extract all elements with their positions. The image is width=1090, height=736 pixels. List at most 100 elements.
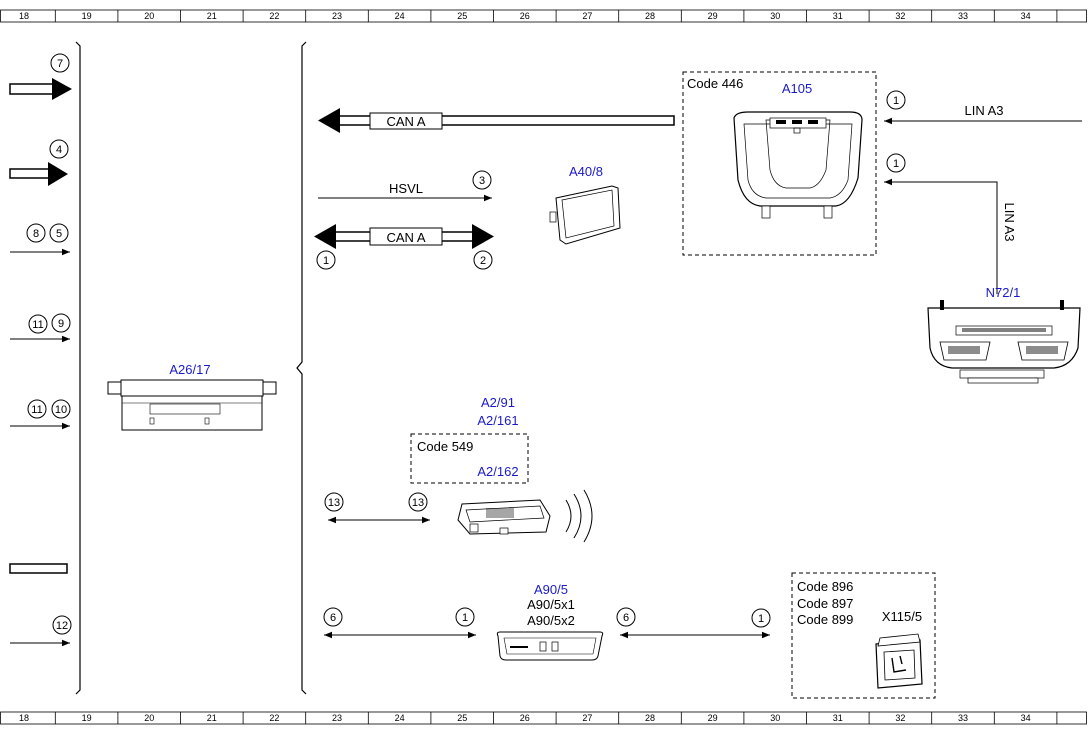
grid-column-number: 29 [708,713,718,723]
hsvl-end-marker: 3 [479,175,485,187]
grid-column-number: 34 [1021,713,1031,723]
lin-a3-h-label: LIN A3 [964,103,1003,118]
lin-a3-v-label: LIN A3 [1002,202,1017,241]
grid-column-number: 19 [82,11,92,21]
grid-column-number: 21 [207,713,217,723]
left-connector-11-10: 11 10 [10,399,71,430]
a105-label: A105 [782,81,812,96]
left-connector-11-9: 11 9 [10,313,71,343]
grid-column-number: 25 [457,713,467,723]
n72-1-control-panel [927,300,1081,384]
code-549-label: Code 549 [417,439,473,454]
connector-circle: 7 [57,58,63,70]
connector-circle: 10 [55,404,67,416]
grid-column-number: 28 [645,713,655,723]
grid-column-number: 33 [958,11,968,21]
connector-circle: 12 [56,620,68,632]
hsvl-line: HSVL 3 [318,170,492,202]
a105-overhead-panel [733,111,863,219]
a2-161-label: A2/161 [477,413,518,428]
a90-right-link: 6 1 [616,607,771,639]
grid-column-number: 28 [645,11,655,21]
grid-column-number: 26 [520,713,530,723]
grid-column-number: 33 [958,713,968,723]
lin-a3-horizontal: LIN A3 1 [884,90,1082,125]
lin-h-marker: 1 [893,95,899,107]
can-a-top-bus: CAN A [318,108,675,133]
bottom-grid-ruler: 18 19 20 21 22 23 24 25 26 27 28 29 30 31 32 33 34 [0,711,1087,725]
can-a-mid-bus: CAN A 1 2 [314,224,494,270]
code-446-label: Code 446 [687,76,743,91]
grid-column-number: 32 [895,11,905,21]
middle-bracket-line [296,41,307,695]
left-bracket-line [75,41,81,695]
can-left-marker: 1 [323,255,329,267]
hsvl-label: HSVL [389,181,423,196]
left-bus-stub [9,563,68,574]
a90-left-start-marker: 6 [330,612,336,624]
connector-circle: 5 [56,228,62,240]
a90-5x1-label: A90/5x1 [527,597,575,612]
grid-column-number: 34 [1021,11,1031,21]
code-896-box [791,572,936,699]
connector-circle: 11 [31,404,42,416]
grid-column-number: 24 [395,11,405,21]
a90-right-start-marker: 6 [623,612,629,624]
left-connector-7: 7 [9,53,72,100]
x115-5-label: X115/5 [882,609,922,624]
grid-column-number: 27 [582,713,592,723]
a26-17-module [107,379,277,431]
grid-column-number: 31 [833,11,843,21]
grid-column-number: 23 [332,11,342,21]
a40-8-display [549,185,621,245]
grid-column-number: 22 [269,713,279,723]
grid-column-number: 26 [520,11,530,21]
a40-8-label: A40/8 [569,164,603,179]
a2-antenna-link: 13 13 [324,492,430,524]
left-connector-8-5: 8 5 [10,223,70,256]
grid-column-number: 24 [395,713,405,723]
grid-column-number: 20 [144,11,154,21]
a90-5-label: A90/5 [534,582,568,597]
radio-waves-icon [565,489,593,543]
grid-column-number: 30 [770,713,780,723]
connector-circle: 9 [58,318,64,330]
grid-column-number: 20 [144,713,154,723]
a90-left-end-marker: 1 [462,612,468,624]
code-897-label: Code 897 [797,596,853,611]
code-549-box [410,433,529,484]
can-right-marker: 2 [480,255,486,267]
grid-column-number: 30 [770,11,780,21]
a26-17-label: A26/17 [169,362,210,377]
code-896-label: Code 896 [797,579,853,594]
left-connector-12: 12 [10,615,72,647]
grid-column-number: 22 [269,11,279,21]
a2-162-label: A2/162 [477,464,518,479]
grid-column-number: 32 [895,713,905,723]
grid-column-number: 21 [207,11,217,21]
grid-column-number: 18 [19,713,29,723]
can-a-top-label: CAN A [386,114,425,129]
a90-5x2-label: A90/5x2 [527,613,575,628]
grid-column-number: 23 [332,713,342,723]
ruler-frame [0,9,1087,23]
a90-left-link: 6 1 [323,607,476,639]
code-899-label: Code 899 [797,612,853,627]
grid-column-number: 18 [19,11,29,21]
grid-column-number: 19 [82,713,92,723]
grid-column-number: 31 [833,713,843,723]
a2-antenna-module [457,499,551,535]
connector-circle: 8 [33,228,39,240]
grid-column-number: 25 [457,11,467,21]
lin-v-marker: 1 [893,158,899,170]
code-446-box [682,71,877,256]
can-a-mid-label: CAN A [386,230,425,245]
connector-circle: 11 [32,319,43,331]
grid-column-number: 27 [582,11,592,21]
a2-91-label: A2/91 [481,395,515,410]
connector-circle: 4 [56,144,62,156]
ruler-frame [0,711,1087,725]
a2-left-marker: 13 [328,497,340,509]
